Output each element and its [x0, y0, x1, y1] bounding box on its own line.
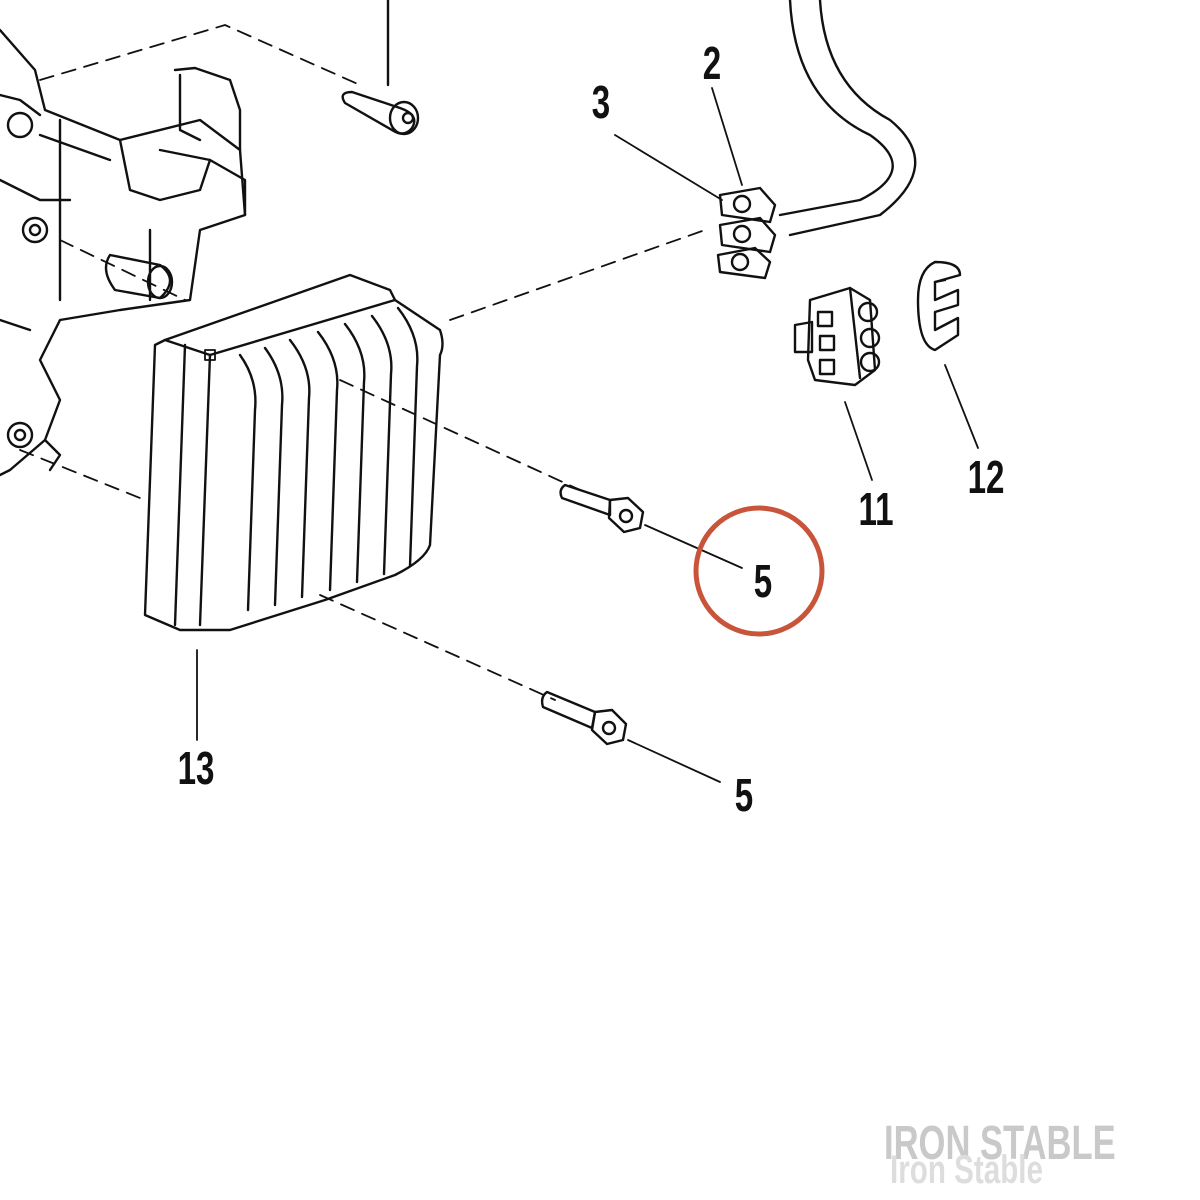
- highlight-circle: [693, 505, 825, 637]
- assembly-guide-lines: [19, 24, 706, 701]
- callout-2: 2: [702, 37, 722, 89]
- callout-5-highlighted: 5: [753, 555, 773, 607]
- wire-harness: [778, 0, 917, 237]
- mounting-bracket: [0, 28, 247, 477]
- connector-housing: [793, 286, 881, 387]
- callout-3: 3: [591, 76, 611, 128]
- voltage-regulator: [143, 273, 444, 632]
- leader-lines: [196, 87, 979, 783]
- terminal-lock: [916, 260, 962, 352]
- callout-12: 12: [967, 451, 1005, 503]
- callout-5: 5: [734, 769, 754, 821]
- watermark-reflection: Iron Stable: [890, 1148, 1043, 1192]
- top-pin: [341, 0, 420, 136]
- callout-13: 13: [177, 742, 215, 794]
- terminal-group: [716, 186, 777, 280]
- regulator-bolt-lower: [540, 690, 628, 746]
- callout-11: 11: [858, 483, 894, 535]
- regulator-bolt-upper: [559, 483, 645, 534]
- watermark-logo: IRON STABLE: [884, 1117, 1116, 1170]
